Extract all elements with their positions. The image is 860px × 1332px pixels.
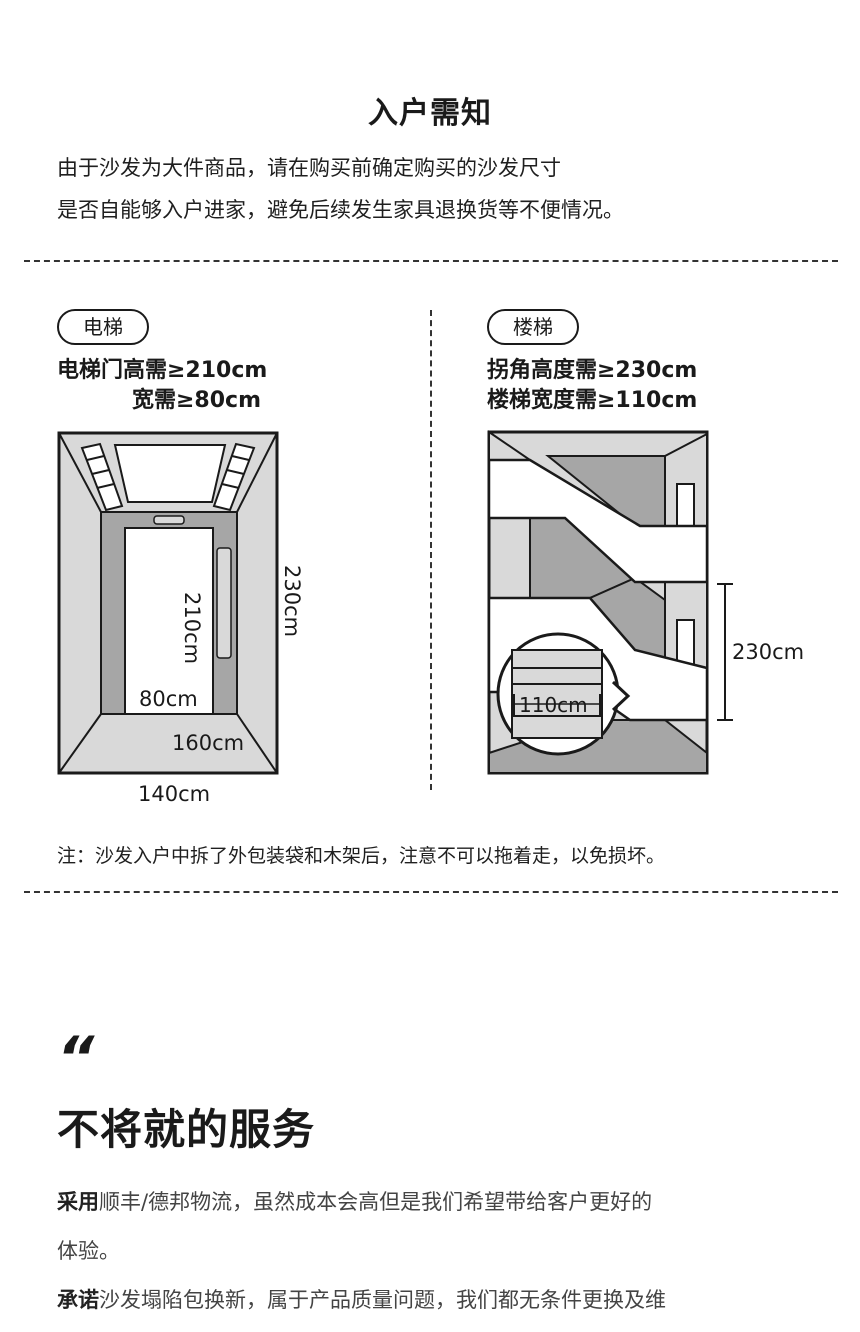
stairs-label-230: 230cm [732, 640, 804, 664]
elevator-diagram: 210cm 230cm 80cm 160cm 140cm [57, 431, 304, 806]
elevator-vent-left [80, 442, 124, 512]
stairs-door-upper [676, 483, 695, 527]
elevator-indicator [153, 515, 185, 525]
service-p2-lead: 承诺 [57, 1288, 99, 1312]
elevator-vent-right [212, 442, 256, 512]
divider-bottom [24, 891, 838, 893]
stairs-diagram: 110cm 230cm [487, 430, 804, 775]
quote-mark: “ [57, 1024, 95, 1092]
intro-line-2: 是否自能够入户进家，避免后续发生家具退换货等不便情况。 [57, 198, 624, 222]
service-p2-rest: 沙发塌陷包换新，属于产品质量问题，我们都无条件更换及维 [99, 1288, 666, 1312]
stairs-path-upper [487, 458, 709, 584]
stairs-label-110: 110cm [519, 693, 588, 717]
elevator-label-160: 160cm [172, 731, 244, 755]
elevator-label-210: 210cm [180, 592, 204, 664]
elevator-corner-br [236, 713, 278, 774]
divider-top [24, 260, 838, 262]
elevator-corner-tl [58, 432, 102, 513]
elevator-button-panel [216, 547, 232, 659]
service-paragraph-1: 采用顺丰/德邦物流，虽然成本会高但是我们希望带给客户更好的 [57, 1178, 807, 1226]
service-paragraph-1-cont: 体验。 [57, 1239, 120, 1263]
service-p1-lead: 采用 [57, 1190, 99, 1214]
page-title: 入户需知 [368, 96, 492, 131]
service-title: 不将就的服务 [57, 1105, 316, 1154]
elevator-corner-bl [58, 713, 102, 774]
elevator-label-230: 230cm [280, 565, 304, 637]
elevator-door [124, 527, 214, 715]
stairs-tag: 楼梯 [487, 309, 579, 345]
elevator-spec-height: 电梯门高需≥210cm [57, 358, 268, 383]
stairs-spec-corner: 拐角高度需≥230cm [487, 358, 698, 383]
service-p1-rest: 顺丰/德邦物流，虽然成本会高但是我们希望带给客户更好的 [99, 1190, 653, 1214]
elevator-corner-tr [236, 432, 278, 513]
note-text: 注：沙发入户中拆了外包装袋和木架后，注意不可以拖着走，以免损坏。 [57, 845, 666, 867]
stairs-door-lower [676, 619, 695, 666]
elevator-spec-width: 宽需≥80cm [132, 388, 262, 413]
divider-vertical [430, 310, 432, 790]
service-paragraph-2: 承诺沙发塌陷包换新，属于产品质量问题，我们都无条件更换及维 [57, 1276, 807, 1324]
elevator-label-140: 140cm [138, 782, 210, 806]
elevator-tag: 电梯 [57, 309, 149, 345]
elevator-label-80: 80cm [139, 687, 198, 711]
intro-line-1: 由于沙发为大件商品，请在购买前确定购买的沙发尺寸 [57, 156, 561, 180]
stairs-spec-width: 楼梯宽度需≥110cm [487, 388, 698, 413]
elevator-ceiling-light [113, 444, 227, 503]
